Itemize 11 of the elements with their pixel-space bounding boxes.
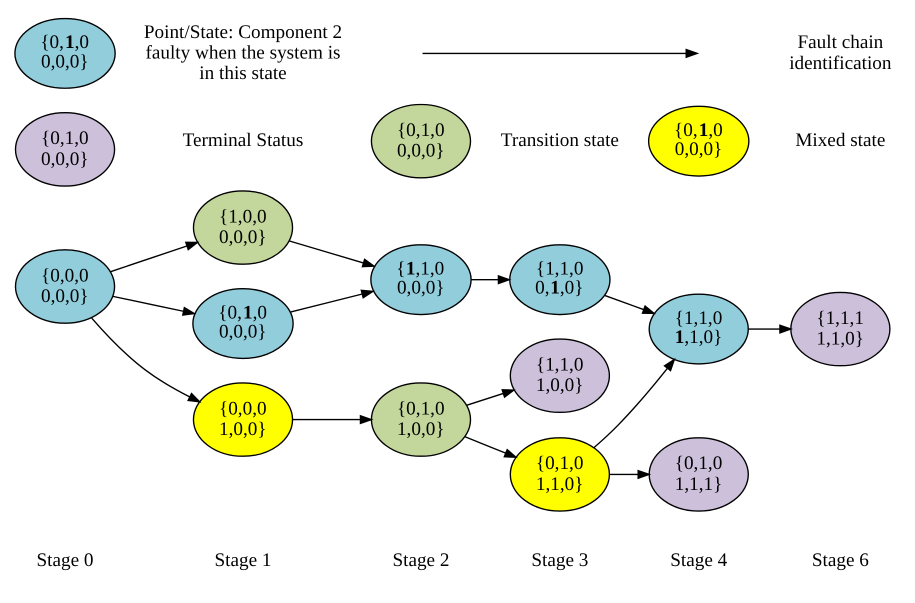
node-label: Transition state <box>500 130 618 151</box>
label: Stage 6 <box>811 549 868 570</box>
node-label: Point/State: Component 2 faulty when the system is in this state <box>143 21 342 84</box>
legend-label: Fault chain identification <box>788 32 892 74</box>
node-label: Mixed state <box>794 130 885 151</box>
label: Stage 0 <box>36 549 94 570</box>
label: Stage 1 <box>214 549 272 570</box>
label: Stage 2 <box>392 549 449 570</box>
label: Stage 3 <box>530 549 588 570</box>
label: Stage 4 <box>670 549 727 570</box>
node-label: Terminal Status <box>182 130 303 151</box>
